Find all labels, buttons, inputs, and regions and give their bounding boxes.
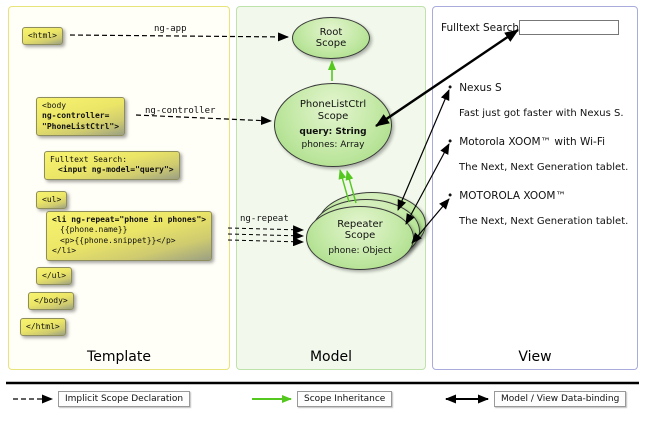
code-line: <html> — [28, 31, 57, 40]
code-line: <p>{{phone.snippet}}</p> — [60, 235, 176, 245]
view-item-desc: The Next, Next Generation tablet. — [459, 216, 629, 227]
view-item-title: • Nexus S — [447, 82, 502, 94]
scope-title: PhoneListCtrl — [299, 99, 367, 111]
code-line: </body> — [34, 296, 68, 305]
ng-repeat-label: ng-repeat — [240, 214, 289, 224]
bullet-icon: • — [447, 82, 454, 94]
ng-controller-label: ng-controller — [145, 106, 216, 116]
code-line: {{phone.name}} — [60, 225, 128, 235]
code-line: ng-controller= — [42, 111, 110, 121]
scope-title: Scope — [344, 230, 376, 242]
code-line: Fulltext Search: — [50, 155, 128, 164]
scope-title: Repeater — [337, 218, 383, 230]
code-line: <li ng-repeat="phone in phones"> — [52, 215, 207, 224]
view-panel — [432, 6, 638, 370]
code-line: "PhoneListCtrl"> — [42, 121, 120, 131]
code-html-close: </html> — [20, 318, 66, 337]
code-li-repeat: <li ng-repeat="phone in phones"> {{phone… — [46, 211, 213, 261]
view-item-title: • MOTOROLA XOOM™ — [447, 190, 566, 202]
scope-property: phone: Object — [328, 245, 392, 256]
code-line: </html> — [26, 322, 60, 331]
model-panel-label: Model — [309, 349, 353, 365]
ng-app-label: ng-app — [154, 24, 187, 34]
scope-title: Root — [319, 26, 343, 38]
item-title-text: Motorola XOOM™ with Wi-Fi — [459, 136, 606, 148]
scope-title: Scope — [317, 110, 349, 122]
view-panel-label: View — [518, 349, 552, 365]
fulltext-search-label: Fulltext Search: — [441, 22, 523, 34]
fulltext-search-input[interactable] — [519, 20, 619, 35]
code-line: <input ng-model="query"> — [58, 165, 174, 175]
view-item-title: • Motorola XOOM™ with Wi-Fi — [447, 136, 605, 148]
code-ul-close: </ul> — [36, 267, 73, 286]
code-fulltext: Fulltext Search: <input ng-model="query"… — [44, 151, 180, 180]
root-scope-ellipse: Root Scope — [292, 17, 370, 59]
code-ul-open: <ul> — [36, 191, 68, 210]
code-line: </ul> — [42, 271, 67, 280]
template-panel — [8, 6, 230, 370]
view-item-desc: The Next, Next Generation tablet. — [459, 162, 629, 173]
item-title-text: Nexus S — [459, 82, 502, 94]
code-html-open: <html> — [22, 27, 63, 46]
code-line: <body — [42, 101, 67, 110]
bullet-icon: • — [447, 190, 454, 202]
code-body-open: <body ng-controller= "PhoneListCtrl"> — [36, 97, 126, 137]
repeater-scope-ellipse: Repeater Scope phone: Object — [306, 206, 414, 270]
scope-title: Scope — [315, 38, 347, 49]
phonelistctrl-scope-ellipse: PhoneListCtrl Scope query: String phones… — [274, 83, 392, 167]
code-body-close: </body> — [28, 292, 74, 311]
code-line: </li> — [52, 246, 77, 256]
code-line: <ul> — [42, 195, 62, 204]
legend-scope-inheritance: Scope Inheritance — [297, 391, 393, 407]
scope-property: phones: Array — [301, 139, 365, 150]
item-title-text: MOTOROLA XOOM™ — [459, 190, 566, 202]
view-item-desc: Fast just got faster with Nexus S. — [459, 108, 624, 119]
model-panel — [236, 6, 426, 370]
legend-data-binding: Model / View Data-binding — [494, 391, 627, 407]
bullet-icon: • — [447, 136, 454, 148]
scope-property: query: String — [299, 127, 367, 138]
template-panel-label: Template — [87, 349, 151, 365]
legend-implicit-scope: Implicit Scope Declaration — [58, 391, 191, 407]
